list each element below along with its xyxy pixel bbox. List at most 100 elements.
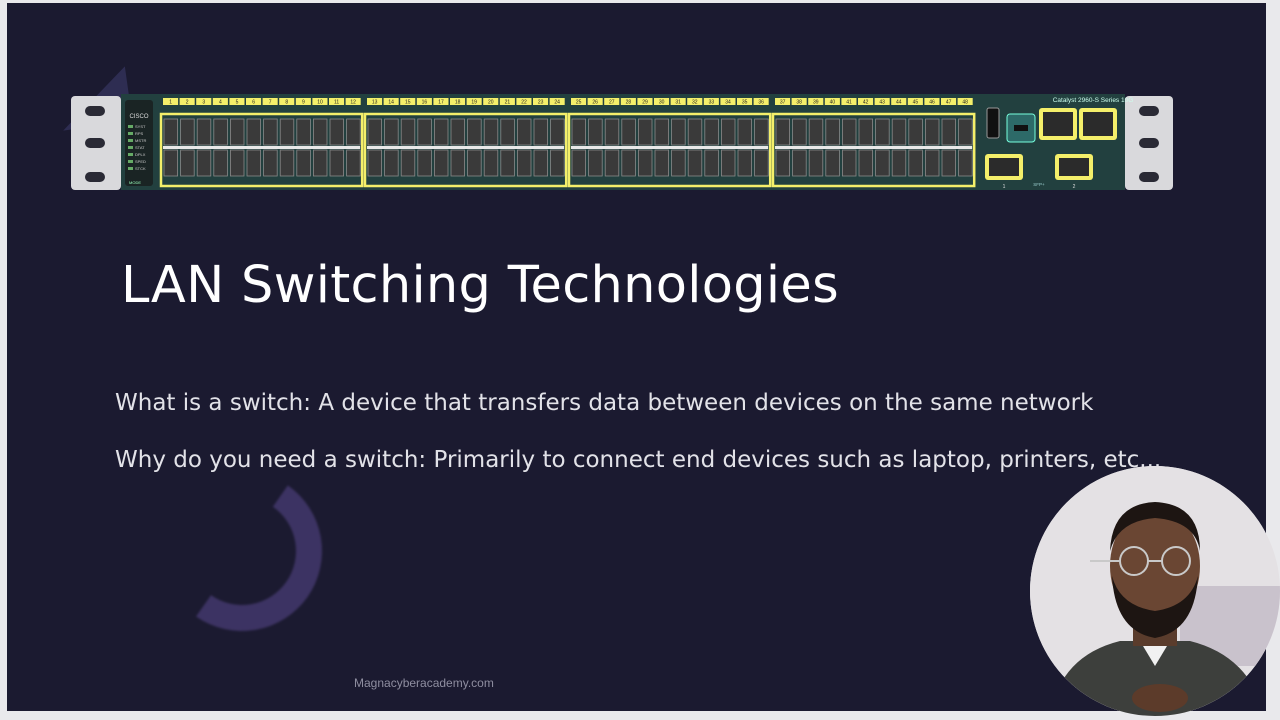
ethernet-port bbox=[808, 149, 824, 177]
port-number-tag bbox=[345, 98, 361, 105]
port-number-label: 45 bbox=[913, 100, 919, 106]
ethernet-port bbox=[704, 149, 719, 177]
slide-title: LAN Switching Technologies bbox=[121, 256, 839, 315]
port-number-label: 13 bbox=[372, 100, 378, 106]
port-number-tag bbox=[654, 98, 670, 105]
ethernet-port bbox=[858, 149, 874, 177]
presenter-webcam bbox=[1030, 466, 1280, 716]
status-led bbox=[128, 132, 133, 135]
ethernet-port bbox=[213, 149, 228, 177]
ethernet-port bbox=[621, 118, 636, 146]
ethernet-port bbox=[671, 118, 686, 146]
ethernet-port bbox=[687, 149, 703, 177]
ethernet-port bbox=[346, 118, 361, 146]
ethernet-port bbox=[842, 118, 857, 146]
bullet-why-switch: Why do you need a switch: Primarily to c… bbox=[115, 447, 1162, 473]
ethernet-port bbox=[467, 118, 482, 146]
port-number-tag bbox=[687, 98, 703, 105]
ethernet-port bbox=[329, 149, 345, 177]
ethernet-port bbox=[433, 118, 449, 146]
port-number-label: 16 bbox=[422, 100, 428, 106]
port-number-tag bbox=[637, 98, 653, 105]
ethernet-port bbox=[941, 149, 957, 177]
ethernet-port bbox=[571, 149, 587, 177]
ethernet-port bbox=[367, 118, 383, 146]
status-led-label: STCK bbox=[135, 166, 146, 171]
ethernet-port bbox=[483, 118, 499, 146]
port-number-tag bbox=[295, 98, 311, 105]
port-number-tag bbox=[841, 98, 857, 105]
ethernet-port bbox=[737, 118, 753, 146]
ethernet-port bbox=[180, 118, 195, 146]
port-number-label: 46 bbox=[929, 100, 935, 106]
ethernet-port bbox=[825, 118, 840, 146]
port-number-tag bbox=[499, 98, 515, 105]
ethernet-port bbox=[500, 149, 515, 177]
port-number-label: 26 bbox=[592, 100, 598, 106]
ethernet-port bbox=[312, 149, 328, 177]
port-number-tag bbox=[383, 98, 399, 105]
port-number-tag bbox=[212, 98, 228, 105]
ethernet-port bbox=[400, 149, 416, 177]
ethernet-port bbox=[671, 149, 686, 177]
ethernet-port bbox=[891, 118, 907, 146]
sfp-label-1: 1 bbox=[1003, 184, 1006, 190]
sfp-label-2: 2 bbox=[1073, 184, 1076, 190]
port-number-label: 17 bbox=[438, 100, 444, 106]
port-number-label: 20 bbox=[488, 100, 494, 106]
port-number-label: 3 bbox=[202, 100, 205, 106]
port-number-tag bbox=[720, 98, 736, 105]
ethernet-port bbox=[654, 149, 670, 177]
port-number-label: 47 bbox=[946, 100, 952, 106]
ethernet-port bbox=[384, 118, 399, 146]
status-led bbox=[128, 139, 133, 142]
ethernet-port bbox=[571, 118, 587, 146]
mode-label: MODE bbox=[129, 180, 141, 185]
port-number-tag bbox=[775, 98, 791, 105]
ethernet-port bbox=[450, 149, 466, 177]
ethernet-port bbox=[958, 118, 973, 146]
port-number-label: 8 bbox=[285, 100, 288, 106]
bullet-what-is-switch: What is a switch: A device that transfer… bbox=[115, 390, 1094, 416]
port-number-label: 36 bbox=[758, 100, 764, 106]
ethernet-port bbox=[163, 149, 179, 177]
ethernet-port bbox=[329, 118, 345, 146]
ethernet-port bbox=[925, 149, 940, 177]
port-number-label: 43 bbox=[879, 100, 885, 106]
port-divider-strip bbox=[775, 146, 973, 149]
ethernet-port bbox=[213, 118, 228, 146]
port-number-label: 2 bbox=[186, 100, 189, 106]
ethernet-port bbox=[296, 118, 311, 146]
port-number-label: 15 bbox=[405, 100, 411, 106]
ethernet-port bbox=[550, 149, 565, 177]
ethernet-port bbox=[604, 149, 620, 177]
port-number-label: 18 bbox=[455, 100, 461, 106]
port-number-tag bbox=[874, 98, 890, 105]
ethernet-port bbox=[483, 149, 499, 177]
port-number-label: 11 bbox=[334, 100, 339, 106]
port-number-label: 38 bbox=[796, 100, 802, 106]
port-number-tag bbox=[703, 98, 719, 105]
ethernet-port bbox=[296, 149, 311, 177]
status-led-label: RPS bbox=[135, 131, 144, 136]
ethernet-port bbox=[891, 149, 907, 177]
port-number-label: 24 bbox=[554, 100, 560, 106]
ethernet-port bbox=[687, 118, 703, 146]
port-number-tag bbox=[179, 98, 195, 105]
port-number-label: 41 bbox=[846, 100, 852, 106]
ethernet-port bbox=[825, 149, 840, 177]
ethernet-port bbox=[925, 118, 940, 146]
ethernet-port bbox=[367, 149, 383, 177]
ethernet-port bbox=[417, 149, 432, 177]
port-number-label: 32 bbox=[692, 100, 698, 106]
port-divider-strip bbox=[163, 146, 361, 149]
port-number-tag bbox=[400, 98, 416, 105]
port-number-tag bbox=[466, 98, 482, 105]
port-group-frame bbox=[159, 112, 364, 188]
port-number-tag bbox=[312, 98, 328, 105]
port-number-tag bbox=[329, 98, 345, 105]
ethernet-port bbox=[775, 149, 791, 177]
ethernet-port bbox=[433, 149, 449, 177]
ethernet-port bbox=[654, 118, 670, 146]
